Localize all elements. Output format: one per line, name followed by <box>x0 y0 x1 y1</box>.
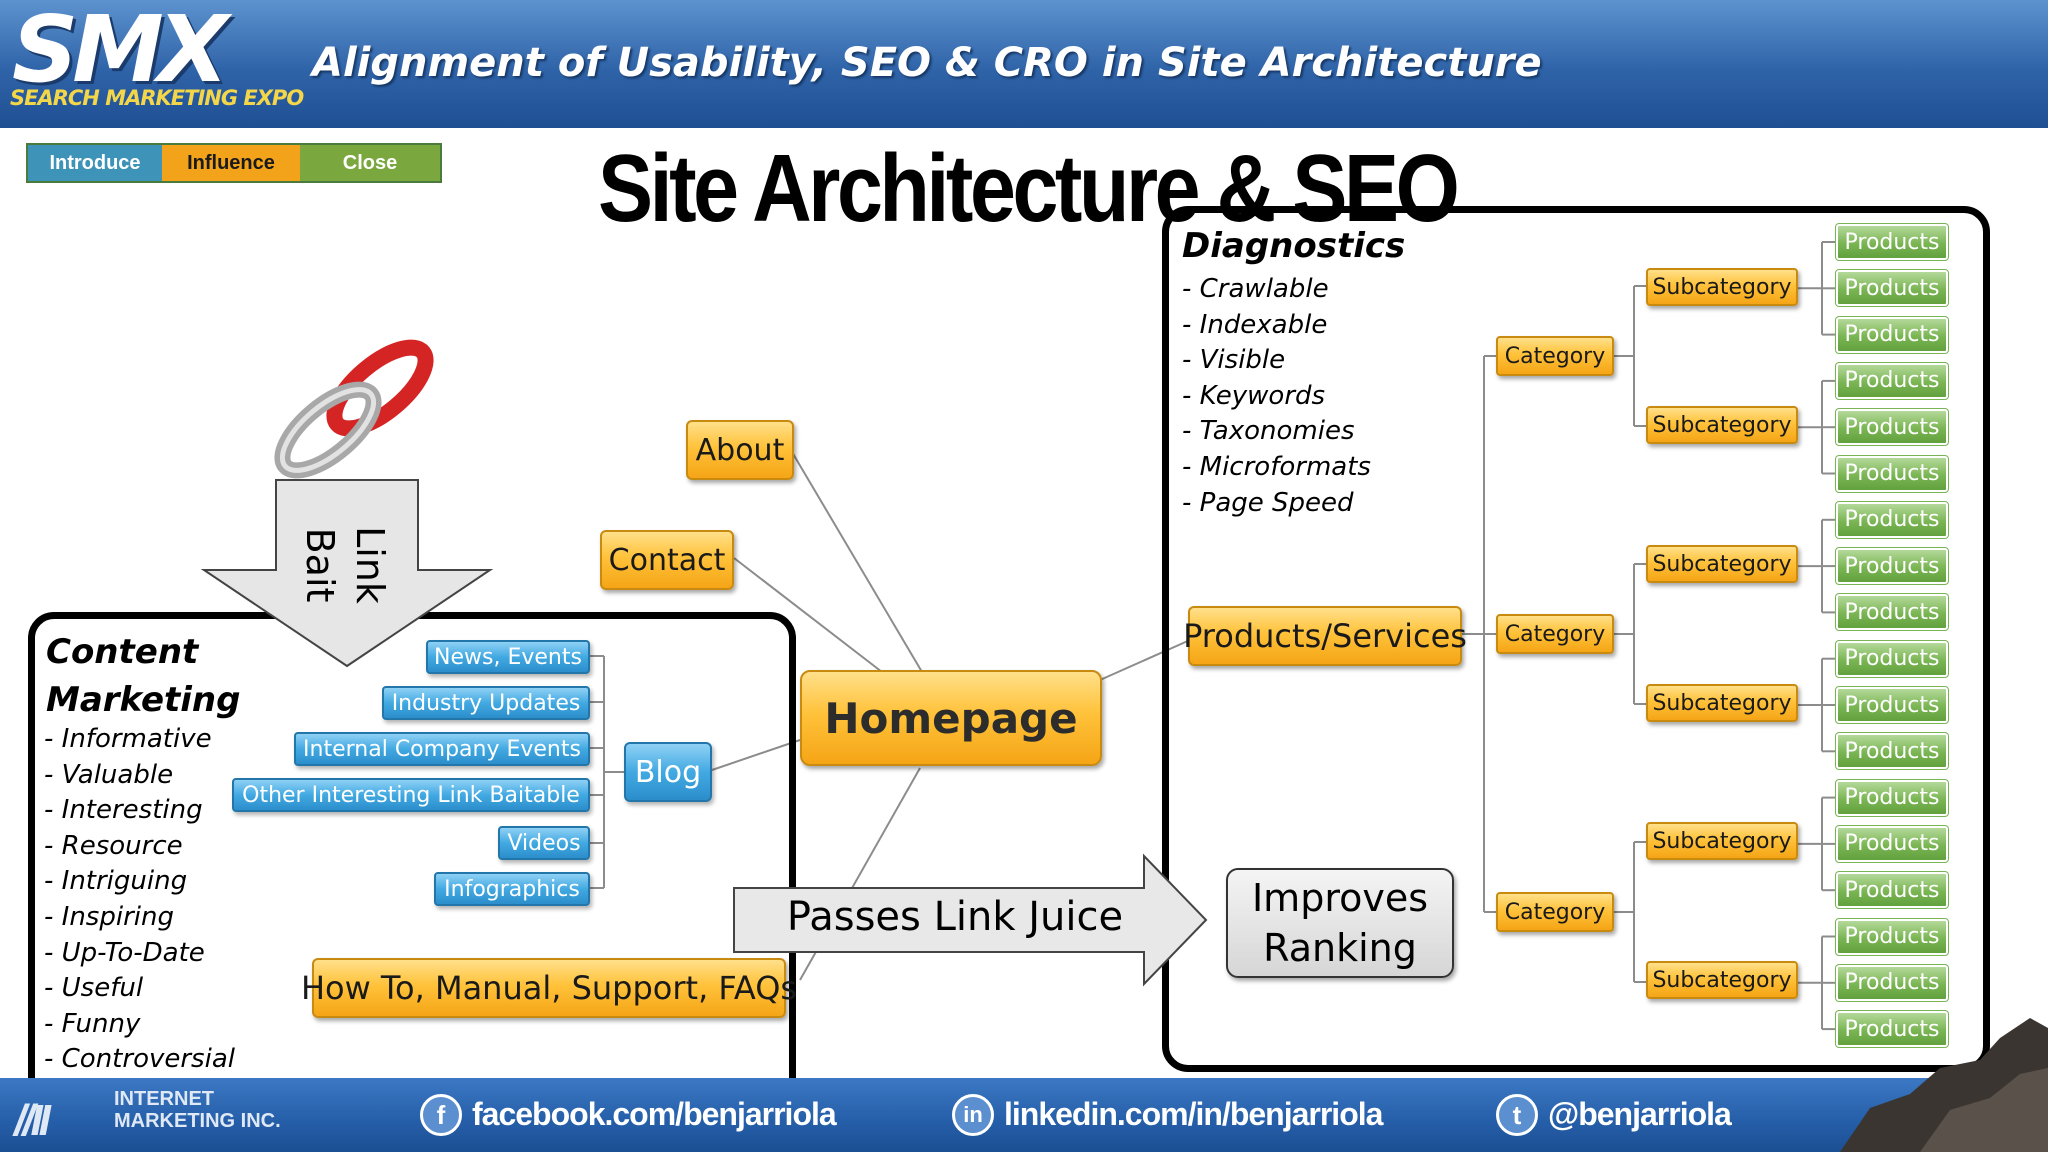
company-logo-icon: //II <box>14 1096 51 1145</box>
diagnostics-item: - Keywords <box>1182 380 1326 411</box>
tab-introduce[interactable]: Introduce <box>28 145 162 181</box>
products-node[interactable]: Products <box>1835 454 1949 493</box>
products-node[interactable]: Products <box>1835 223 1949 261</box>
smx-logo-subtitle: SEARCH MARKETING EXPO <box>10 86 304 110</box>
facebook-link[interactable]: facebook.com/benjarriola <box>472 1096 837 1132</box>
products-node[interactable]: Products <box>1835 639 1949 678</box>
blog-topic-videos[interactable]: Videos <box>498 826 590 860</box>
blog-topic-industry-updates[interactable]: Industry Updates <box>382 686 590 720</box>
company-line2: MARKETING INC. <box>114 1110 281 1132</box>
products-node[interactable]: Products <box>1835 824 1949 863</box>
chain-link-icon <box>274 339 434 479</box>
footer-banner: //II INTERNET MARKETING INC. f facebook.… <box>0 1018 2048 1152</box>
subcategory-node[interactable]: Subcategory <box>1646 406 1798 444</box>
products-node[interactable]: Products <box>1835 547 1949 586</box>
stage-tabs: Introduce Influence Close <box>26 143 442 183</box>
diagnostics-heading: Diagnostics <box>1182 226 1406 266</box>
about-node[interactable]: About <box>686 420 794 480</box>
subcategory-node[interactable]: Subcategory <box>1646 545 1798 583</box>
improves-ranking-line2: Ranking <box>1263 926 1417 970</box>
twitter-link[interactable]: @benjarriola <box>1548 1096 1732 1132</box>
passes-link-juice-arrow <box>733 853 1208 987</box>
products-node[interactable]: Products <box>1835 500 1949 539</box>
subcategory-node[interactable]: Subcategory <box>1646 268 1798 306</box>
category-node[interactable]: Category <box>1496 614 1614 654</box>
products-services-node[interactable]: Products/Services <box>1183 606 1467 666</box>
diagnostics-item: - Indexable <box>1182 309 1328 340</box>
tab-close[interactable]: Close <box>300 145 440 181</box>
diagnostics-item: - Microformats <box>1182 451 1371 482</box>
blog-node[interactable]: Blog <box>624 742 712 802</box>
blog-topic-news-events[interactable]: News, Events <box>426 640 590 674</box>
improves-ranking-line1: Improves <box>1251 876 1429 920</box>
products-node[interactable]: Products <box>1835 917 1949 956</box>
content-item: - Inspiring <box>44 901 174 932</box>
howto-support-node[interactable]: How To, Manual, Support, FAQs <box>301 958 797 1018</box>
passes-link-juice-label: Passes Link Juice <box>786 894 1124 940</box>
products-node[interactable]: Products <box>1835 963 1949 1002</box>
link-bait-line1: Link <box>348 526 392 604</box>
blog-topic-link-baitable[interactable]: Other Interesting Link Baitable <box>232 778 590 812</box>
content-marketing-heading-line2: Marketing <box>46 680 241 720</box>
homepage-node[interactable]: Homepage <box>800 670 1102 766</box>
products-node[interactable]: Products <box>1835 361 1949 400</box>
smx-logo: SMX <box>12 0 229 103</box>
linkedin-icon: in <box>952 1094 994 1136</box>
content-item: - Interesting <box>44 795 203 826</box>
content-marketing-heading: Content Marketing <box>46 628 240 724</box>
products-node[interactable]: Products <box>1835 315 1949 354</box>
content-item: - Useful <box>44 973 144 1004</box>
category-node[interactable]: Category <box>1496 336 1614 376</box>
header-title: Alignment of Usability, SEO & CRO in Sit… <box>312 40 1542 86</box>
facebook-icon: f <box>420 1094 462 1136</box>
subcategory-node[interactable]: Subcategory <box>1646 684 1798 722</box>
subcategory-node[interactable]: Subcategory <box>1646 961 1798 999</box>
content-item: - Intriguing <box>44 866 188 897</box>
products-node[interactable]: Products <box>1835 778 1949 817</box>
contact-node[interactable]: Contact <box>600 530 734 590</box>
products-node[interactable]: Products <box>1835 686 1949 724</box>
blog-topic-infographics[interactable]: Infographics <box>434 872 590 906</box>
content-item: - Valuable <box>44 759 174 790</box>
content-item: - Resource <box>44 830 183 861</box>
diagnostics-item: - Visible <box>1182 345 1286 376</box>
diagnostics-item: - Page Speed <box>1182 487 1354 518</box>
content-marketing-heading-line1: Content <box>46 632 199 672</box>
link-bait-line2: Bait <box>298 527 342 603</box>
link-bait-label: Link Bait <box>298 510 392 620</box>
improves-ranking-box: Improves Ranking <box>1226 868 1454 978</box>
content-marketing-list: - Informative - Valuable - Interesting -… <box>44 722 235 1078</box>
link-bait-arrow <box>200 479 494 668</box>
twitter-icon: t <box>1496 1094 1538 1136</box>
content-item: - Informative <box>44 724 212 754</box>
tab-influence[interactable]: Influence <box>162 145 300 181</box>
content-item: - Controversial <box>44 1044 235 1075</box>
products-node[interactable]: Products <box>1835 732 1949 771</box>
rock-decoration-icon <box>1840 1018 2048 1152</box>
products-node[interactable]: Products <box>1835 269 1949 308</box>
header-banner: SMX SEARCH MARKETING EXPO Alignment of U… <box>0 0 2048 128</box>
diagnostics-frame <box>1162 206 1990 1072</box>
products-node[interactable]: Products <box>1835 871 1949 910</box>
products-node[interactable]: Products <box>1835 408 1949 447</box>
content-item: - Up-To-Date <box>44 937 205 968</box>
category-node[interactable]: Category <box>1496 892 1614 932</box>
diagnostics-item: - Taxonomies <box>1182 416 1355 447</box>
products-node[interactable]: Products <box>1835 1010 1949 1049</box>
diagnostics-item: - Crawlable <box>1182 274 1329 304</box>
blog-topic-internal-events[interactable]: Internal Company Events <box>294 732 590 766</box>
slide-title: Site Architecture & SEO <box>598 135 1460 242</box>
diagnostics-list: - Crawlable - Indexable - Visible - Keyw… <box>1182 272 1371 521</box>
subcategory-node[interactable]: Subcategory <box>1646 822 1798 860</box>
company-line1: INTERNET <box>114 1088 214 1110</box>
linkedin-link[interactable]: linkedin.com/in/benjarriola <box>1004 1096 1383 1132</box>
company-logo-text: INTERNET MARKETING INC. <box>114 1088 281 1132</box>
content-item: - Funny <box>44 1008 141 1039</box>
products-node[interactable]: Products <box>1835 593 1949 632</box>
